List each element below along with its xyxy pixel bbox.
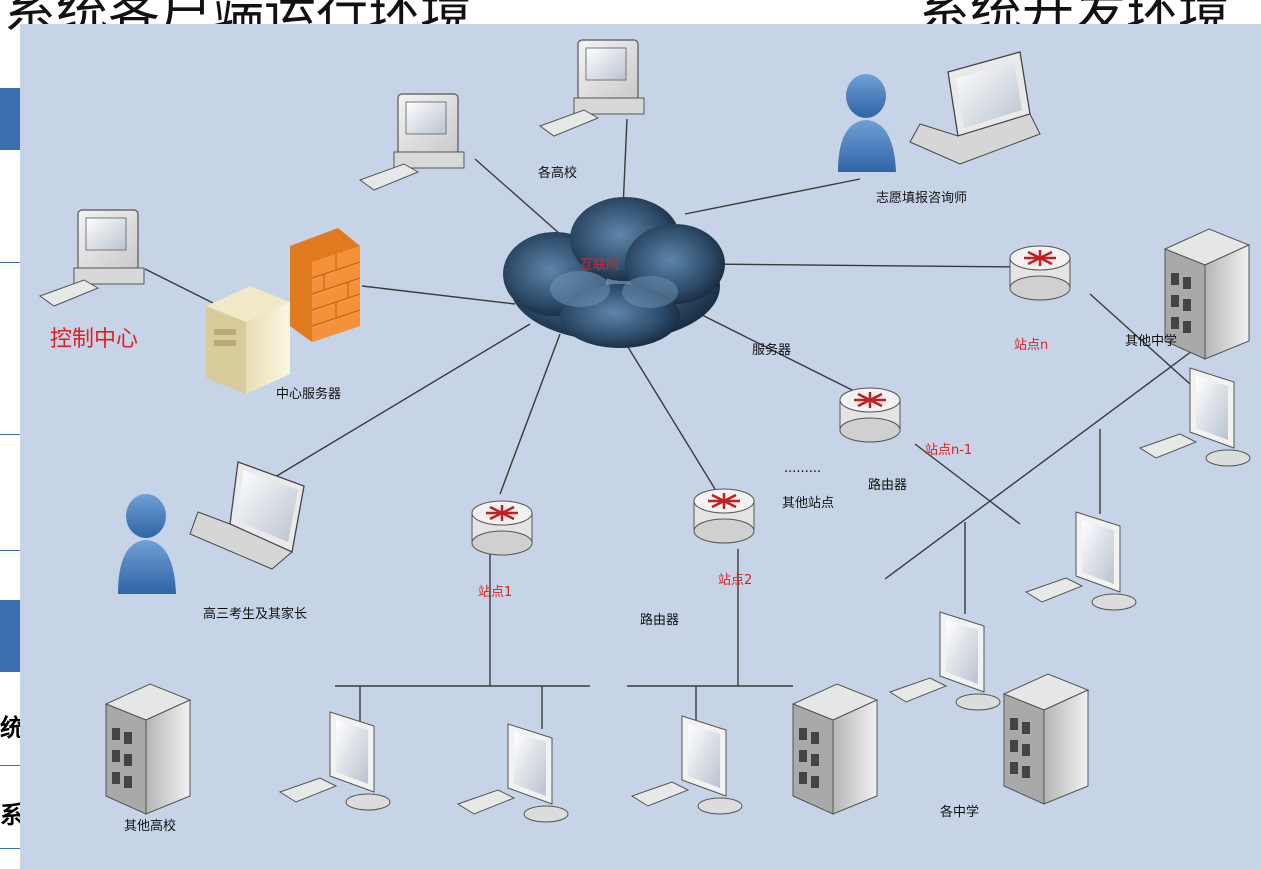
server-label: 服务器 <box>752 342 791 358</box>
router-icon <box>1009 245 1071 301</box>
consultant-label: 志愿填报咨询师 <box>876 191 967 206</box>
university-computer-icon <box>538 39 645 137</box>
dots-label: ········· <box>784 465 821 480</box>
site-2-label: 站点2 <box>718 573 752 588</box>
other-middle-schools-label: 其他中学 <box>1125 333 1177 349</box>
consultant-laptop-icon <box>909 51 1041 165</box>
router-label: 路由器 <box>868 477 907 493</box>
network-diagram: 互联网 <box>20 24 1261 869</box>
universities-label: 各高校 <box>538 165 577 181</box>
building-icon <box>1002 673 1090 805</box>
router-icon <box>839 387 901 443</box>
site-n-minus-1-label: 站点n-1 <box>925 443 972 458</box>
other-universities-label: 其他高校 <box>124 818 176 834</box>
connection-lines <box>144 118 1216 729</box>
workstation-icon <box>278 711 391 811</box>
router-icon <box>693 488 755 544</box>
building-icon <box>104 683 192 815</box>
internet-cloud <box>503 197 725 348</box>
site-1-label: 站点1 <box>478 585 512 600</box>
building-icon <box>1163 228 1251 360</box>
network-diagram-svg: 互联网 <box>38 39 1251 834</box>
other-sites-label: 其他站点 <box>782 496 834 511</box>
workstation-icon <box>888 611 1001 711</box>
student-person-icon <box>118 494 176 594</box>
student-laptop-icon <box>189 461 305 570</box>
students-parents-label: 高三考生及其家长 <box>203 606 307 622</box>
workstation-icon <box>630 715 743 815</box>
workstation-icon <box>1024 511 1137 611</box>
consultant-person-icon <box>838 74 896 172</box>
internet-label: 互联网 <box>580 258 619 273</box>
middle-schools-label: 各中学 <box>940 804 979 820</box>
central-server-label: 中心服务器 <box>276 386 341 402</box>
server-tower-icon <box>206 286 290 394</box>
building-icon <box>791 683 879 815</box>
firewall-icon <box>290 228 361 342</box>
site-n-label: 站点n <box>1014 338 1048 353</box>
workstation-icon <box>1138 367 1251 467</box>
control-center-computer-icon <box>38 209 145 307</box>
workstation-icon <box>456 723 569 823</box>
router-label: 路由器 <box>640 612 679 628</box>
router-icon <box>471 500 533 556</box>
control-center-label: 控制中心 <box>50 327 138 352</box>
university-computer-icon <box>358 93 465 191</box>
